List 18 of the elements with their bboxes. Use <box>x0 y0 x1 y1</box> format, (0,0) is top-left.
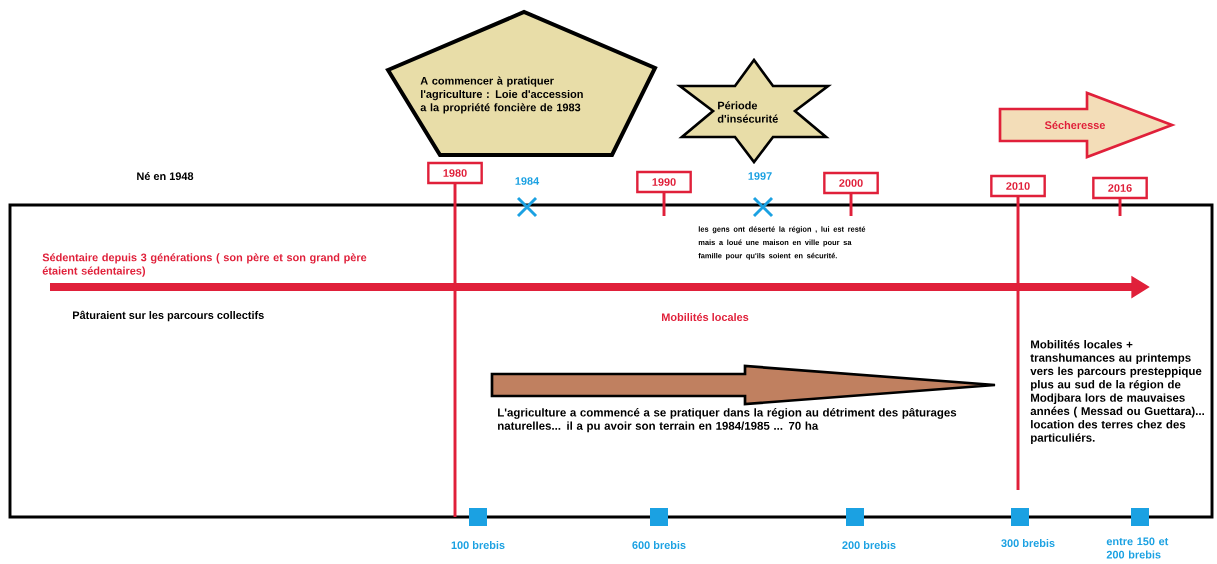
year-box: 2016 <box>1092 176 1148 200</box>
flock-size-text: 300 brebis <box>1001 539 1055 548</box>
birth-year-text: Né en 1948 <box>137 171 194 181</box>
year-text: 1984 <box>515 177 540 185</box>
period-text: Pâturaient sur les parcours collectifs <box>73 310 264 322</box>
year-box: 2010 <box>990 174 1046 198</box>
year-box: 1980 <box>427 161 483 185</box>
description-text: L'agriculture a commencé a se pratiquer dans la région au détriment des pâturages naturelles... il a pu avoir son terrain en 1984/1985 ... 70 ha <box>498 407 957 433</box>
period-text: Mobilités locales <box>662 312 749 322</box>
flock-size-text: 100 brebis <box>451 541 505 549</box>
flock-size-text: entre 150 et 200 brebis <box>1106 537 1169 559</box>
period-text: Sédentaire depuis 3 générations ( son père et son grand père étaient sédentaires) <box>42 253 367 277</box>
year-box: 1990 <box>636 170 692 194</box>
description-text: Mobilités locales + transhumances au printemps vers les parcours presteppique plus au sud de la région de Modjbara lors de mauvaises années ( Messad ou Guettara)... location des terres chez des particuliérs. <box>1030 339 1204 445</box>
year-text: 1997 <box>748 172 772 180</box>
year-box: 2000 <box>823 171 879 195</box>
flock-size-text: 600 brebis <box>632 541 686 549</box>
flock-size-text: 200 brebis <box>842 541 896 549</box>
